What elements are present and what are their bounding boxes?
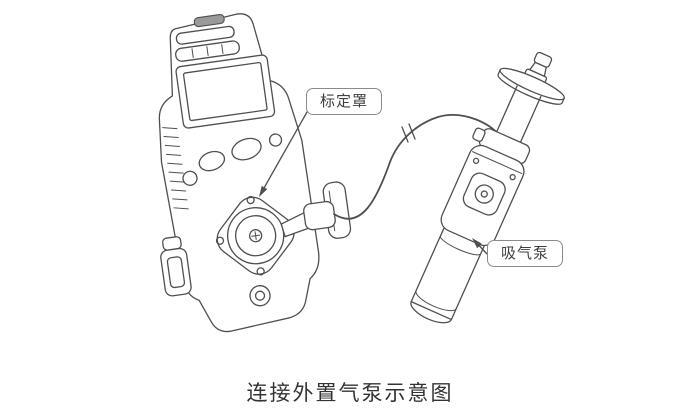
- detector-button-right: [231, 137, 262, 161]
- pump-window-button-center: [480, 190, 488, 198]
- pump-screw-right: [509, 173, 516, 181]
- pump-body-seam: [472, 151, 523, 175]
- detector-led-hole: [182, 170, 198, 186]
- pump-tube-seam-bottom: [415, 290, 457, 312]
- pump-window-button: [474, 184, 494, 204]
- connection-tube: [333, 114, 505, 220]
- tube-break-mark: [401, 123, 416, 143]
- detector-top-tab: [193, 14, 225, 28]
- cap-screw-left: [215, 236, 225, 245]
- pump-tube-seam-top: [439, 235, 482, 256]
- pump-flange-rim: [497, 69, 565, 105]
- pump-collar-nub: [472, 127, 486, 142]
- cap-screw-bottom: [256, 267, 265, 276]
- pump-bottom-cap: [410, 300, 453, 324]
- leader-line-calibration-cap: [263, 111, 308, 189]
- sensor-center-nut: [249, 229, 263, 243]
- detector-belt-clip: [160, 247, 192, 297]
- detector-grip-hatching: [162, 127, 189, 210]
- label-calibration-cap: 标定罩: [306, 88, 383, 115]
- detector-bottom-port-inner: [254, 290, 266, 301]
- detector-screen: [175, 54, 276, 129]
- detector-alarm-bar-1: [175, 25, 235, 45]
- pump-neck: [496, 85, 542, 143]
- suction-pump-arrowhead: [472, 238, 482, 249]
- detector-button-left: [198, 150, 226, 172]
- sensor-inner-ring: [235, 215, 277, 257]
- label-suction-pump: 吸气泵: [487, 240, 564, 267]
- detector-alarm-bar-ticks: [191, 44, 224, 59]
- detector-bottom-port: [249, 285, 271, 307]
- cap-screw-top: [246, 195, 255, 205]
- pump-window: [462, 172, 506, 216]
- detector-screen-inner: [182, 61, 268, 122]
- leader-line-suction-pump: [478, 245, 488, 255]
- pump-screw-left: [472, 157, 480, 165]
- gas-detector-drawing: [158, 13, 352, 333]
- cap-tube-fitting: [303, 200, 336, 231]
- detector-small-hole: [268, 133, 283, 147]
- suction-pump-drawing: [410, 51, 565, 324]
- pump-lower-tube: [410, 227, 485, 321]
- calibration-cap-arrowhead: [259, 185, 268, 197]
- diagram-caption: 连接外置气泵示意图: [246, 382, 454, 405]
- detector-belt-clip-inner: [166, 256, 186, 289]
- sensor-center-cross: [251, 231, 261, 241]
